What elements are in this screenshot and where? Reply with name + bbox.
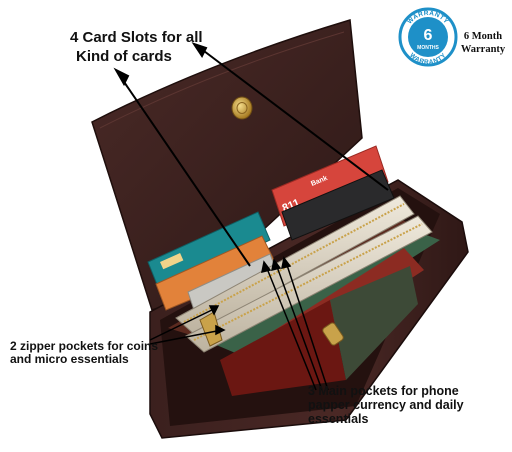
- main-pockets-line3: essentials: [308, 412, 369, 426]
- arrow-zipper-pockets: [149, 305, 226, 345]
- card-slots-line1: 4 Card Slots for all: [70, 29, 203, 46]
- zipper-pockets-label: 2 zipper pockets for coins and micro ess…: [10, 339, 159, 366]
- front-clasp: [322, 322, 344, 346]
- wallet-flap: [91, 19, 363, 311]
- warranty-side-line2: Warranty: [460, 44, 506, 55]
- card-slots-label: 4 Card Slots for all Kind of cards: [70, 28, 203, 66]
- zipper-pocket-2: [185, 215, 433, 353]
- arrow-card-slots-left: [113, 67, 251, 267]
- zipper-pull: [199, 311, 223, 347]
- card-teal: [147, 211, 271, 293]
- badge-unit: MONTHS: [417, 45, 439, 51]
- badge-number: 6: [424, 27, 433, 44]
- main-pockets-label: 3 Main pockets for phone papper currency…: [308, 384, 508, 426]
- warranty-side-line1: 6 Month: [463, 31, 503, 42]
- card-slots-line2: Kind of cards: [76, 48, 172, 65]
- zipper-pocket-1: [175, 195, 415, 335]
- snap-button: [231, 96, 253, 120]
- warranty-side-text: 6 Month Warranty: [458, 30, 508, 56]
- warranty-badge: WARRANTY WARRANTY 6 MONTHS: [398, 7, 458, 67]
- main-pockets-line1: 3 Main pockets for phone: [308, 384, 459, 398]
- card-dark: [281, 169, 395, 241]
- main-pockets-line2: papper currency and daily: [308, 398, 464, 412]
- arrow-card-slots-right: [191, 42, 389, 191]
- arrow-main-pockets: [261, 256, 329, 391]
